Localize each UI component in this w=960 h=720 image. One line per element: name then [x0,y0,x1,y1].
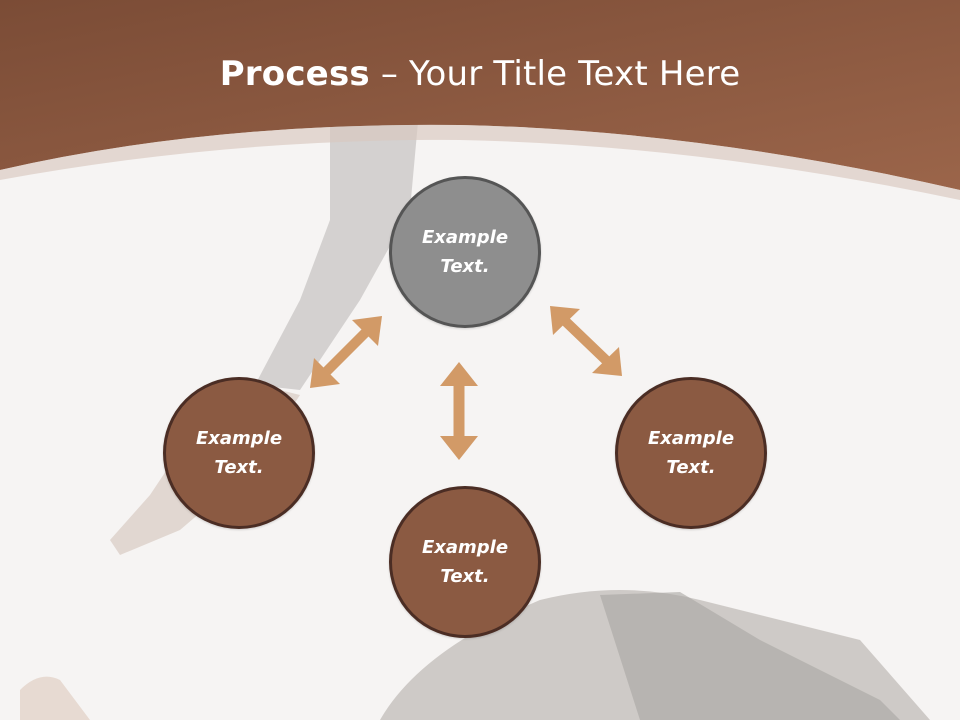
node-right-line1: Example [647,428,735,449]
title-rest: – Your Title Text Here [369,54,741,94]
node-right-line2: Text. [666,457,716,478]
node-bottom-line1: Example [421,537,509,558]
node-left-line1: Example [195,428,283,449]
title-bold: Process [219,54,370,94]
node-top-line1: Example [421,227,509,248]
node-top-line2: Text. [440,256,490,277]
slide-title: Process – Your Title Text Here [0,52,960,96]
node-left-line2: Text. [214,457,264,478]
node-bottom-line2: Text. [440,566,490,587]
